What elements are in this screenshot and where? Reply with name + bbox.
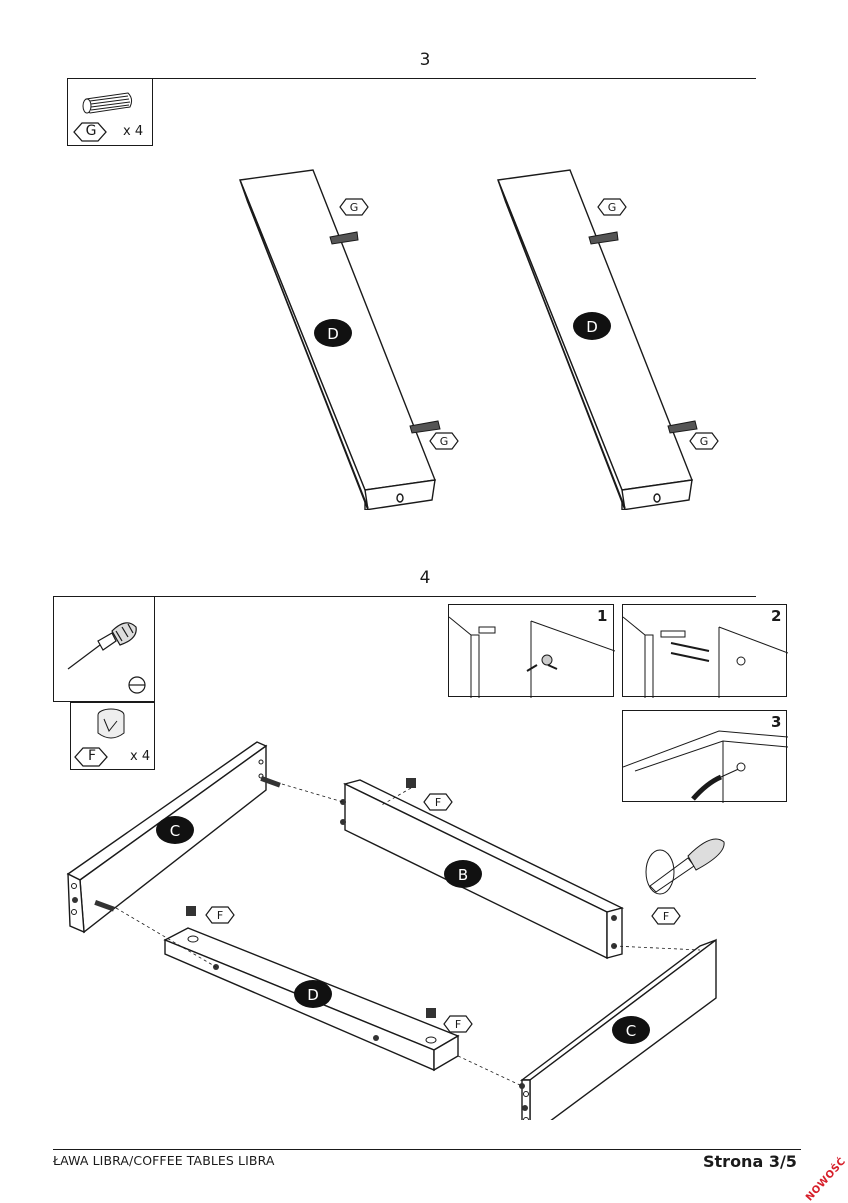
dowels-step3 — [329, 231, 698, 434]
step-3-number: 3 — [419, 50, 431, 70]
step-3-rule — [153, 78, 756, 79]
panel-label-d-right: D — [573, 312, 611, 340]
inset-3: 3 — [622, 710, 788, 803]
svg-text:F: F — [455, 1018, 461, 1031]
tool-box-screwdriver — [53, 596, 155, 702]
part-label-g: G — [85, 123, 97, 139]
panel-d-right — [497, 169, 693, 510]
svg-text:G: G — [440, 435, 449, 448]
footer-title: ŁAWA LIBRA/COFFEE TABLES LIBRA — [53, 1153, 275, 1168]
svg-text:G: G — [350, 201, 359, 214]
new-badge: NOWOŚĆ — [804, 1155, 848, 1203]
svg-text:D: D — [307, 986, 319, 1004]
svg-text:F: F — [435, 796, 441, 809]
svg-text:D: D — [327, 325, 339, 343]
part-label-f: F — [87, 748, 97, 764]
inset-3-number: 3 — [771, 713, 782, 731]
part-box-dowel: G x 4 — [67, 78, 153, 146]
cam-lock-icon — [74, 708, 125, 767]
svg-text:F: F — [663, 910, 669, 923]
svg-text:G: G — [700, 435, 709, 448]
svg-text:G: G — [608, 201, 617, 214]
page-number: Strona 3/5 — [703, 1152, 797, 1171]
svg-text:F: F — [217, 909, 223, 922]
inset-2-number: 2 — [771, 607, 782, 625]
screwdriver-icon — [67, 622, 146, 694]
part-quantity-f: x 4 — [130, 749, 151, 764]
part-quantity-g: x 4 — [123, 124, 144, 139]
svg-text:C: C — [170, 822, 180, 840]
svg-text:D: D — [586, 318, 598, 336]
step-4-rule — [155, 596, 756, 597]
step-4-number: 4 — [419, 568, 431, 588]
screwdriver-drawing — [645, 838, 725, 895]
step-4-diagram: C B D C F F F F — [66, 741, 725, 1120]
flat-head-symbol-icon — [128, 676, 146, 694]
part-box-camlock: F x 4 — [70, 702, 155, 770]
inset-1: 1 — [448, 604, 615, 698]
svg-text:C: C — [626, 1022, 636, 1040]
step-3-diagram: D D G G G G — [239, 169, 719, 510]
svg-text:B: B — [458, 866, 468, 884]
dowel-icon — [73, 92, 133, 142]
inset-1-number: 1 — [597, 607, 608, 625]
footer-rule — [53, 1149, 801, 1150]
panel-label-d-left: D — [314, 319, 352, 347]
dowel-callout-g — [339, 198, 719, 450]
inset-2: 2 — [622, 604, 788, 698]
